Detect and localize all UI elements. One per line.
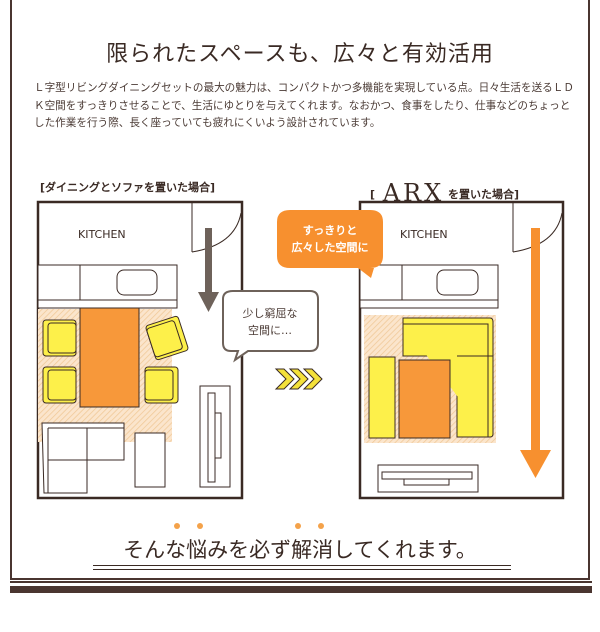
dining-table	[79, 307, 140, 408]
side-table	[134, 432, 166, 488]
orange-arrow-icon	[520, 228, 551, 478]
right-floorplan	[358, 200, 565, 500]
bubble-text: すっきりと	[303, 224, 358, 237]
footer-line	[10, 581, 592, 583]
sink	[436, 269, 479, 296]
grey-arrow-icon	[198, 228, 219, 312]
kitchen-label: KITCHEN	[78, 228, 126, 241]
sofa	[41, 422, 125, 494]
double-underline	[93, 565, 511, 570]
bracket: [	[370, 188, 376, 201]
bubble-text: 少し窮屈な	[243, 306, 298, 320]
bubble-text: 空間に…	[248, 323, 292, 337]
kitchen-label: KITCHEN	[400, 228, 448, 241]
dining-table	[398, 359, 451, 439]
left-floorplan	[36, 200, 244, 500]
conclusion-text: そんな悩みを必ず解消してくれます。	[123, 538, 477, 562]
sink	[116, 269, 158, 296]
speech-bubble-cramped: 少し窮屈な 空間に…	[222, 290, 319, 363]
label-rest: を置いた場合]	[448, 188, 520, 201]
speech-bubble-spacious: すっきりと 広々した空間に	[277, 210, 383, 278]
content-frame	[10, 0, 590, 580]
description-text: Ｌ字型リビングダイニングセットの最大の魅力は、コンパクトかつ多機能を実現している…	[34, 82, 574, 129]
left-plan-label: [ダイニングとソファを置いた場合]	[40, 181, 216, 194]
page-title: 限られたスペースも、広々と有効活用	[106, 42, 494, 67]
chevron-right-icon	[274, 368, 323, 390]
footer-bar	[10, 586, 592, 593]
emphasis-dots	[174, 523, 324, 529]
bubble-text: 広々した空間に	[292, 240, 369, 254]
